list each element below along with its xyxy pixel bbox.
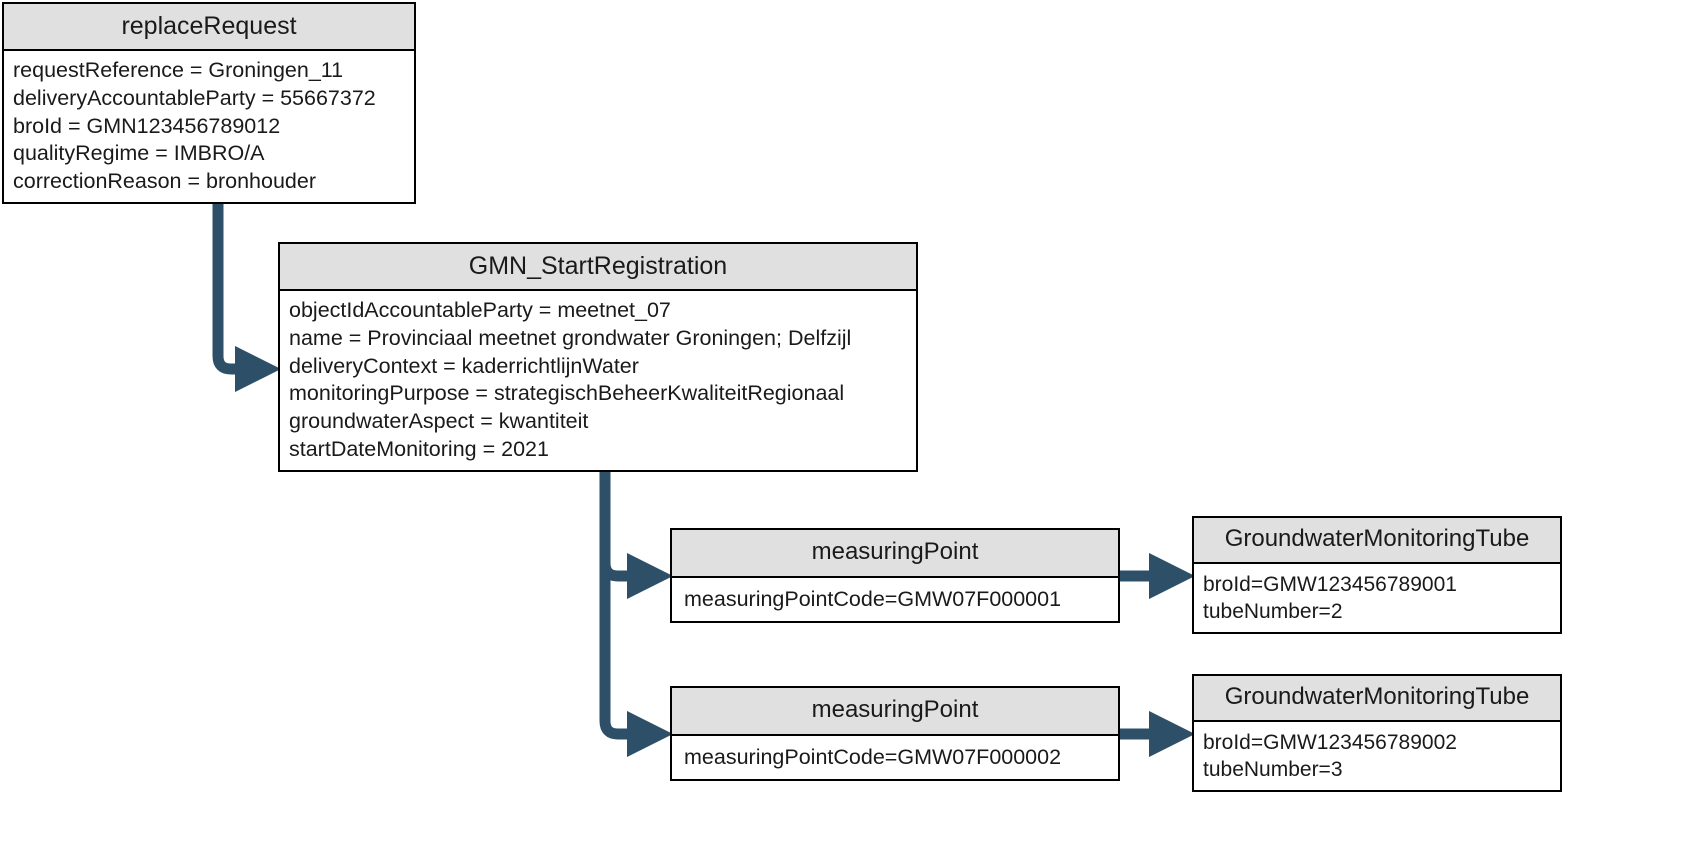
attribute-tube-number-2: tubeNumber=3 [1203,758,1343,782]
object-box-title-measuring-point-1: measuringPoint [672,530,1118,578]
attribute-object-id-accountable-party: objectIdAccountableParty = meetnet_07 [289,298,671,322]
attribute-measuring-point-code-1: measuringPointCode=GMW07F000001 [684,586,1062,611]
object-box-groundwater-monitoring-tube-1[interactable]: GroundwaterMonitoringTube broId=GMW12345… [1192,516,1562,634]
attribute-measuring-point-code-2: measuringPointCode=GMW07F000002 [684,744,1062,769]
attribute-start-date-monitoring: startDateMonitoring = 2021 [289,437,549,462]
attribute-tube-number-1: tubeNumber=2 [1203,600,1343,624]
object-box-gmn-start-registration[interactable]: GMN_StartRegistration objectIdAccountabl… [278,242,918,472]
object-box-attributes-measuring-point-2: measuringPointCode=GMW07F000002 [672,736,1118,781]
object-box-title-replace-request: replaceRequest [4,4,414,51]
object-box-attributes-measuring-point-1: measuringPointCode=GMW07F000001 [672,578,1118,623]
object-box-measuring-point-2[interactable]: measuringPoint measuringPointCode=GMW07F… [670,686,1120,781]
attribute-quality-regime: qualityRegime = IMBRO/A [13,141,265,166]
object-box-measuring-point-1[interactable]: measuringPoint measuringPointCode=GMW07F… [670,528,1120,623]
object-box-attributes-replace-request: requestReference = Groningen_11 delivery… [4,51,414,203]
object-box-attributes-groundwater-monitoring-tube-2: broId=GMW123456789002 tubeNumber=3 [1194,722,1560,792]
attribute-delivery-context: deliveryContext = kaderrichtlijnWater [289,353,639,378]
connector-replace-to-startregistration [212,203,282,393]
attribute-delivery-accountable-party: deliveryAccountableParty = 55667372 [13,85,376,110]
attribute-bro-id: broId = GMN123456789012 [13,113,281,138]
attribute-request-reference: requestReference = Groningen_11 [13,58,344,82]
attribute-correction-reason: correctionReason = bronhouder [13,169,316,194]
attribute-name: name = Provinciaal meetnet grondwater Gr… [289,325,852,350]
object-box-attributes-groundwater-monitoring-tube-1: broId=GMW123456789001 tubeNumber=2 [1194,564,1560,634]
object-box-title-groundwater-monitoring-tube-2: GroundwaterMonitoringTube [1194,676,1560,722]
attribute-tube-bro-id-1: broId=GMW123456789001 [1203,572,1457,596]
object-box-groundwater-monitoring-tube-2[interactable]: GroundwaterMonitoringTube broId=GMW12345… [1192,674,1562,792]
attribute-monitoring-purpose: monitoringPurpose = strategischBeheerKwa… [289,381,845,406]
object-box-title-groundwater-monitoring-tube-1: GroundwaterMonitoringTube [1194,518,1560,564]
object-box-title-measuring-point-2: measuringPoint [672,688,1118,736]
object-box-replace-request[interactable]: replaceRequest requestReference = Gronin… [2,2,416,204]
attribute-tube-bro-id-2: broId=GMW123456789002 [1203,730,1457,754]
object-box-title-gmn-start-registration: GMN_StartRegistration [280,244,916,291]
object-box-attributes-gmn-start-registration: objectIdAccountableParty = meetnet_07 na… [280,291,916,471]
attribute-groundwater-aspect: groundwaterAspect = kwantiteit [289,409,589,434]
connector-startregistration-to-measuringpoint-1 [599,470,674,600]
connector-startregistration-to-measuringpoint-2 [599,470,674,758]
